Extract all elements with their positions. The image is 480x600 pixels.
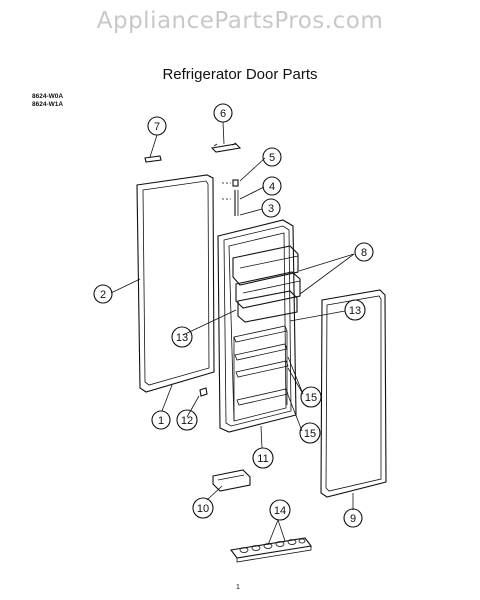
callout-13: 13	[171, 326, 193, 348]
callout-2: 2	[93, 284, 113, 304]
callout-9: 9	[343, 508, 363, 528]
watermark-text: AppliancePartsPros.com	[96, 8, 384, 34]
svg-text:15: 15	[305, 392, 317, 404]
door-shelf-bins	[232, 245, 301, 323]
callout-14: 14	[269, 499, 291, 521]
svg-text:4: 4	[269, 181, 275, 193]
egg-tray	[230, 537, 312, 563]
door-stop-parts	[222, 179, 239, 216]
svg-text:1: 1	[158, 415, 164, 427]
leader-lines	[110, 121, 355, 546]
svg-text:15: 15	[304, 428, 316, 440]
callout-8: 8	[354, 242, 374, 262]
callout-15: 15	[299, 422, 321, 444]
callout-5: 5	[262, 147, 282, 167]
callout-12: 12	[176, 409, 198, 431]
callout-7: 7	[147, 116, 167, 136]
svg-text:13: 13	[349, 305, 361, 317]
butter-tray	[212, 469, 251, 492]
svg-text:8: 8	[361, 247, 367, 259]
svg-text:3: 3	[268, 203, 274, 215]
callout-11: 11	[252, 447, 274, 469]
door-gasket-right	[320, 289, 387, 498]
svg-text:10: 10	[197, 503, 209, 515]
shelf-rails	[233, 325, 289, 420]
bracket-12	[199, 387, 208, 397]
svg-text:13: 13	[176, 332, 188, 344]
callout-6: 6	[213, 103, 233, 123]
callout-1: 1	[151, 410, 171, 430]
svg-text:6: 6	[220, 108, 226, 120]
callout-13: 13	[344, 299, 366, 321]
model-number: 8624-W0A	[32, 93, 64, 100]
callout-10: 10	[192, 497, 214, 519]
hinge-bracket-6	[210, 142, 242, 153]
svg-text:7: 7	[154, 121, 160, 133]
callout-4: 4	[262, 176, 282, 196]
svg-text:11: 11	[257, 453, 268, 465]
diagram-title: Refrigerator Door Parts	[162, 66, 318, 83]
callout-15: 15	[300, 386, 322, 408]
svg-text:5: 5	[269, 152, 275, 164]
svg-text:12: 12	[181, 415, 193, 427]
hinge-part-7	[144, 155, 162, 163]
page-number: 1	[236, 584, 240, 591]
model-number: 8624-W1A	[32, 101, 64, 108]
svg-text:14: 14	[274, 505, 286, 517]
callout-3: 3	[261, 198, 281, 218]
svg-text:2: 2	[100, 289, 106, 301]
svg-text:9: 9	[350, 513, 356, 525]
door-gasket-left	[136, 174, 215, 393]
